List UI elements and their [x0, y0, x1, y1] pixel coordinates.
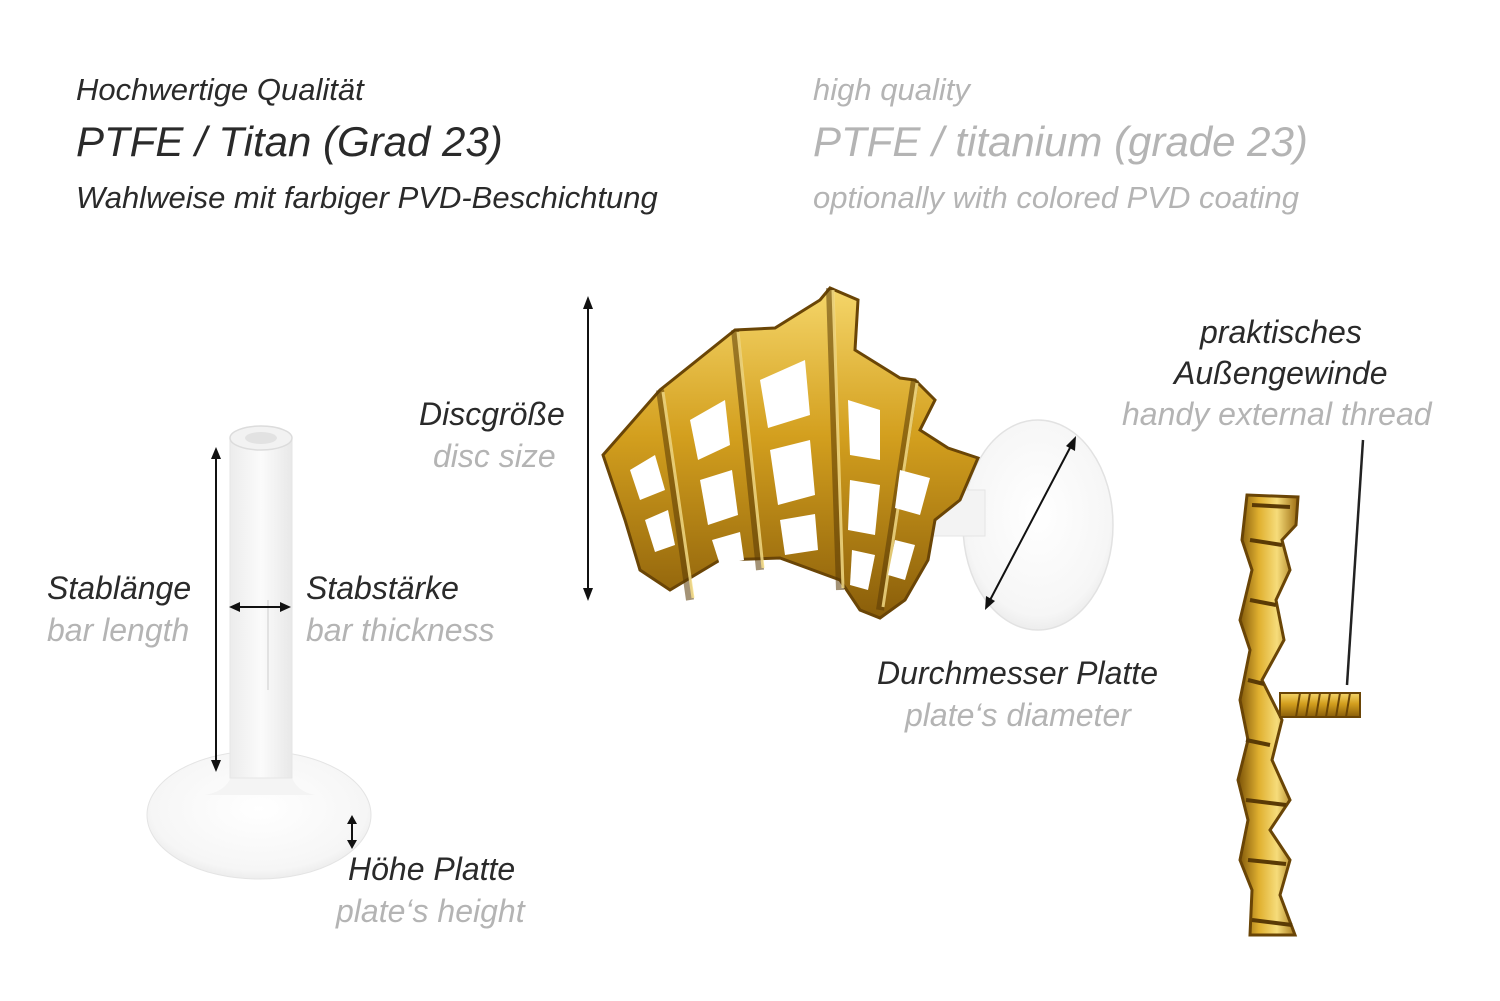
- coating-title-de: Wahlweise mit farbiger PVD-Beschichtung: [76, 180, 658, 215]
- bar-length-arrow: [211, 447, 221, 772]
- plate-diameter-arrow: [985, 436, 1076, 610]
- spider-web-side-view: [1236, 493, 1361, 937]
- spider-web-top: [601, 286, 981, 620]
- coating-title-en: optionally with colored PVD coating: [813, 180, 1299, 215]
- thread-label-en: handy external thread: [1122, 396, 1432, 432]
- plate-diameter-label-de: Durchmesser Platte: [877, 655, 1158, 691]
- bar-thickness-arrow: [229, 602, 291, 612]
- plate-height-label-de: Höhe Platte: [348, 851, 516, 887]
- disc-size-arrow: [583, 296, 593, 601]
- quality-title-en: high quality: [813, 72, 970, 107]
- plate-height-arrow: [347, 815, 357, 849]
- plate-diameter-label-en: plate‘s diameter: [905, 697, 1131, 733]
- bar-length-label-en: bar length: [47, 612, 190, 648]
- plate-height-label-en: plate‘s height: [336, 893, 525, 929]
- quality-title-de: Hochwertige Qualität: [76, 72, 364, 107]
- ptfe-labret-bar: [146, 425, 372, 880]
- disc-size-label-en: disc size: [433, 438, 556, 474]
- thread-label-de-line1: praktisches: [1200, 314, 1362, 350]
- material-title-de: PTFE / Titan (Grad 23): [76, 118, 503, 165]
- bar-thickness-label-de: Stabstärke: [306, 570, 459, 606]
- bar-thickness-label-en: bar thickness: [306, 612, 495, 648]
- disc-size-label-de: Discgröße: [419, 396, 565, 432]
- bar-length-label-de: Stablänge: [47, 570, 192, 606]
- thread-label-de-line2: Außengewinde: [1174, 355, 1388, 391]
- material-title-en: PTFE / titanium (grade 23): [813, 118, 1308, 165]
- thread-pointer-line: [1345, 439, 1365, 686]
